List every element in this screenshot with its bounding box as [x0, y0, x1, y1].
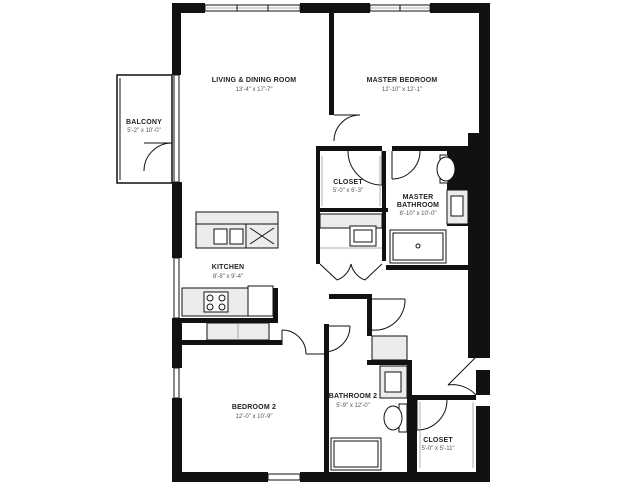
- master-closet-dims: 5'-0" x 6'-3": [333, 188, 363, 194]
- room-labels: LIVING & DINING ROOM 13'-4" x 17'-7" MAS…: [126, 77, 455, 452]
- kitchen-dims: 8'-8" x 9'-4": [213, 274, 243, 280]
- balcony-dims: 5'-2" x 10'-0": [127, 128, 161, 134]
- master-closet-name: CLOSET: [333, 179, 363, 186]
- closet2-name: CLOSET: [423, 437, 453, 444]
- kitchen-fixtures: [181, 211, 279, 341]
- bathroom2-dims: 5'-9" x 12'-0": [336, 403, 370, 409]
- master-bathroom-dims: 8'-10" x 10'-0": [400, 211, 437, 217]
- bedroom2-name: BEDROOM 2: [232, 404, 276, 411]
- master-bath-fixtures: [389, 154, 469, 264]
- bathroom2-name: BATHROOM 2: [329, 393, 378, 400]
- master-bedroom-dims: 12'-10" x 12'-1": [382, 87, 422, 93]
- bedroom2-dims: 12'-0" x 10'-9": [236, 414, 273, 420]
- bath2-fixtures: [330, 335, 408, 471]
- closet2-dims: 5'-0" x 5'-11": [421, 446, 454, 452]
- master-bedroom-name: MASTER BEDROOM: [367, 77, 438, 84]
- master-bathroom-name-1: MASTER: [403, 194, 434, 201]
- exterior-walls: [172, 3, 490, 482]
- living-room-dims: 13'-4" x 17'-7": [236, 87, 273, 93]
- kitchen-name: KITCHEN: [212, 264, 245, 271]
- windows: [173, 4, 431, 481]
- closet2-fixtures: [419, 402, 474, 468]
- balcony-name: BALCONY: [126, 119, 162, 126]
- living-room-name: LIVING & DINING ROOM: [212, 77, 297, 84]
- master-bathroom-name-2: BATHROOM: [397, 202, 439, 209]
- balcony: [116, 74, 173, 184]
- closet-fixtures: [319, 156, 383, 249]
- doors: [281, 114, 477, 431]
